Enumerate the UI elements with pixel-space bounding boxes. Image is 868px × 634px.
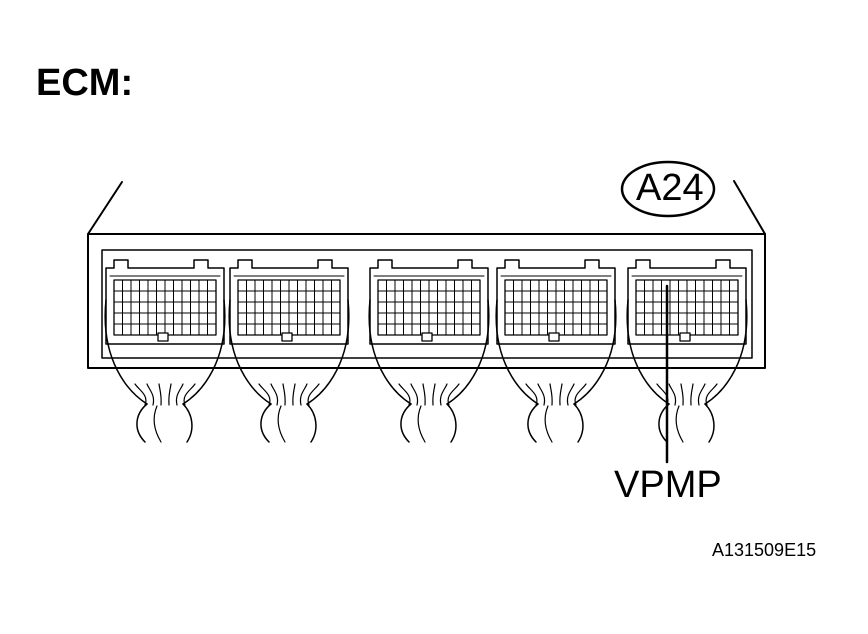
connector-label: A24 — [636, 167, 704, 209]
pin-label: VPMP — [614, 464, 722, 506]
ecm-title: ECM: — [36, 62, 134, 104]
connector-plug — [495, 259, 617, 443]
connector-plug — [104, 259, 226, 443]
connector-plug — [626, 259, 748, 443]
figure-id: A131509E15 — [712, 540, 817, 560]
connector-plug — [228, 259, 350, 443]
connector-plug — [368, 259, 490, 443]
connector-label-outline — [620, 160, 716, 218]
ecm-housing — [87, 180, 766, 369]
